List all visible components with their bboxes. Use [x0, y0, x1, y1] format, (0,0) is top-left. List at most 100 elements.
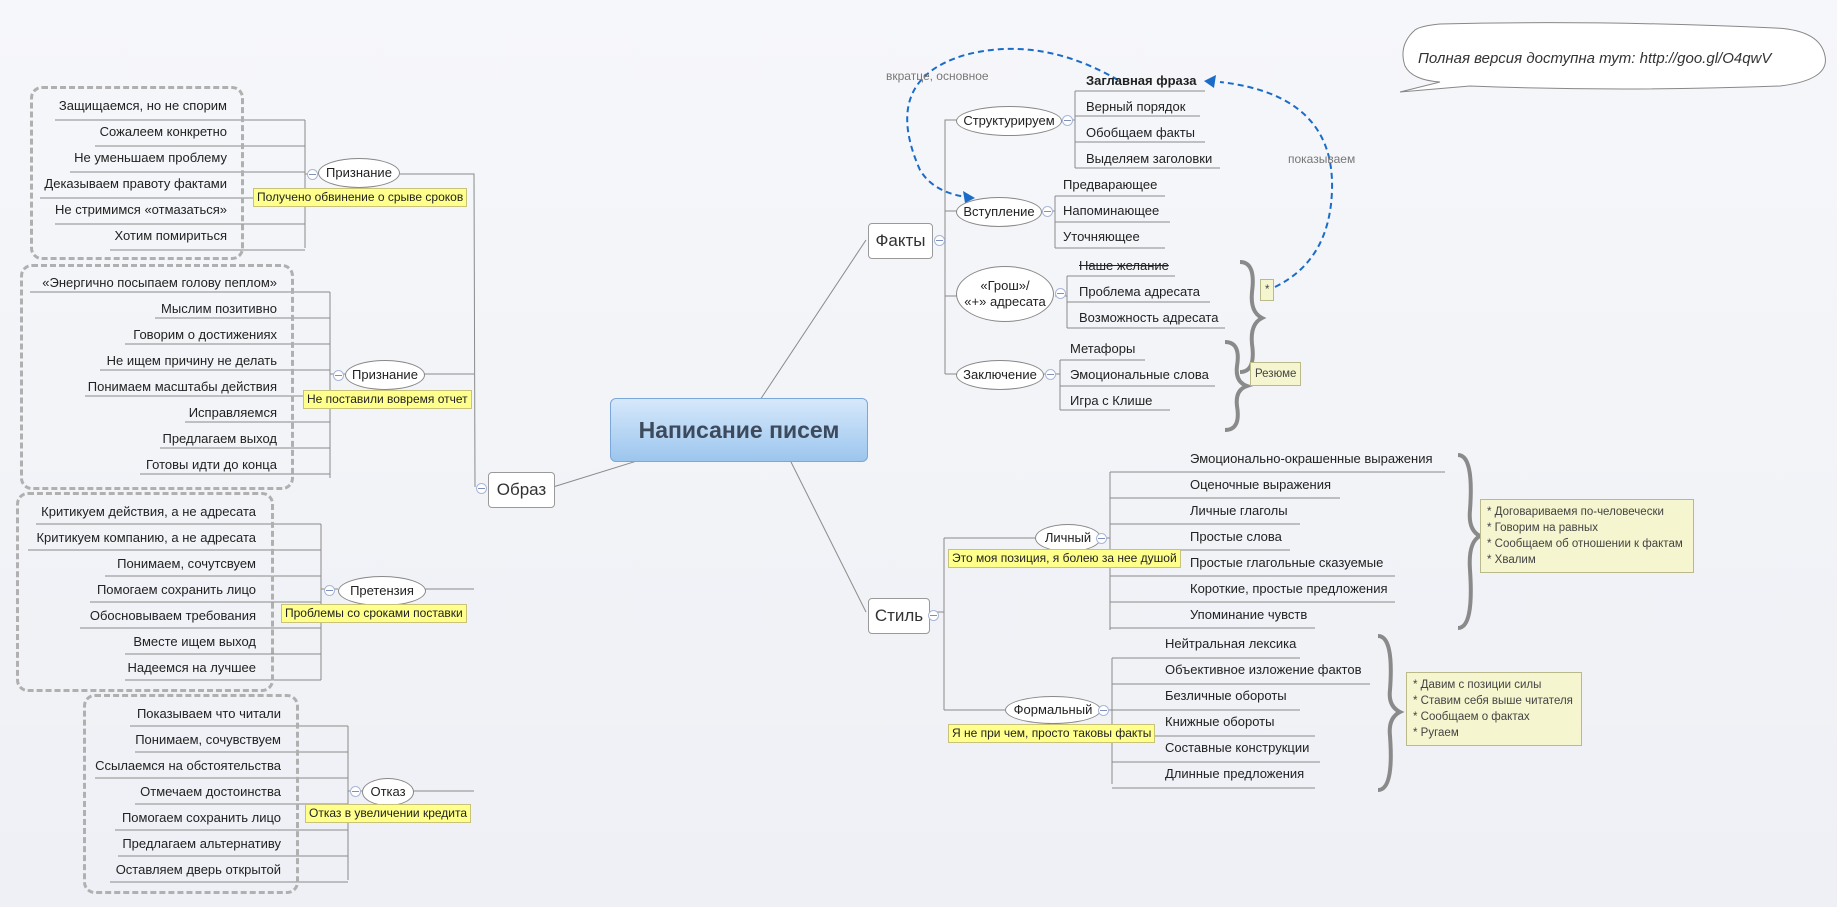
- list-item[interactable]: Короткие, простые предложения: [1190, 581, 1388, 596]
- list-item[interactable]: Длинные предложения: [1165, 766, 1305, 781]
- collapse-toggle-icon[interactable]: [476, 483, 487, 494]
- list-item[interactable]: Обобщаем факты: [1086, 125, 1195, 140]
- list-item[interactable]: Обосновываем требования: [89, 608, 256, 623]
- list-item[interactable]: Не уменьшаем проблему: [74, 150, 227, 165]
- list-item[interactable]: Ссылаемся на обстоятельства: [95, 758, 281, 773]
- list-item[interactable]: Игра с Клише: [1070, 393, 1153, 408]
- collapse-toggle-icon[interactable]: [1098, 705, 1109, 716]
- list-item[interactable]: Оставляем дверь открытой: [115, 862, 281, 877]
- topic-label: Это моя позиция, я болею за нее душой: [948, 549, 1181, 568]
- topic-label: Я не при чем, просто таковы факты: [948, 724, 1156, 743]
- subtopic-priznanie-2[interactable]: Признание: [345, 360, 425, 390]
- collapse-toggle-icon[interactable]: [333, 370, 344, 381]
- list-item[interactable]: Простые слова: [1190, 529, 1282, 544]
- subtopic-zaklyuchenie[interactable]: Заключение: [956, 360, 1044, 390]
- list-item[interactable]: Упоминание чувств: [1190, 607, 1308, 622]
- list-item[interactable]: Вместе ищем выход: [133, 634, 256, 649]
- list-item[interactable]: Предлагаем альтернативу: [122, 836, 281, 851]
- list-item[interactable]: Показываем что читали: [136, 706, 281, 721]
- list-item[interactable]: Эмоционально-окрашенные выражения: [1190, 451, 1433, 466]
- list-item[interactable]: Предварающее: [1063, 177, 1158, 192]
- list-item[interactable]: Понимаем, сочутсвуем: [117, 556, 256, 571]
- list-item[interactable]: Наше желание: [1079, 258, 1169, 273]
- note-line: * Хвалим: [1487, 554, 1536, 566]
- list-item[interactable]: Эмоциональные слова: [1070, 367, 1209, 382]
- list-item[interactable]: Мыслим позитивно: [161, 301, 277, 316]
- subtopic-grosh-line1: «Грош»/: [980, 278, 1030, 293]
- list-item[interactable]: «Энергично посыпаем голову пеплом»: [42, 275, 277, 290]
- relation-label-shows: показываем: [1288, 152, 1356, 166]
- list-item[interactable]: Книжные обороты: [1165, 714, 1275, 729]
- subtopic-pretenziya[interactable]: Претензия: [338, 576, 426, 606]
- collapse-toggle-icon[interactable]: [1045, 369, 1056, 380]
- topic-fakty[interactable]: Факты: [868, 223, 933, 259]
- collapse-toggle-icon[interactable]: [934, 235, 945, 246]
- subtopic-priznanie-1[interactable]: Признание: [318, 158, 400, 188]
- list-item[interactable]: Отмечаем достоинства: [140, 784, 281, 799]
- topic-obraz[interactable]: Образ: [488, 472, 555, 508]
- list-item[interactable]: Помогаем сохранить лицо: [96, 582, 256, 597]
- boundary-group-1: [30, 86, 244, 260]
- central-topic[interactable]: Написание писем: [610, 398, 868, 462]
- collapse-toggle-icon[interactable]: [1096, 533, 1107, 544]
- subtopic-grosh[interactable]: «Грош»/ «+» адресата: [956, 266, 1054, 322]
- note-line: * Говорим на равных: [1487, 522, 1599, 534]
- list-item[interactable]: Оценочные выражения: [1190, 477, 1332, 492]
- list-item[interactable]: Готовы идти до конца: [145, 457, 277, 472]
- list-item[interactable]: Критикуем действия, а не адресата: [41, 504, 256, 519]
- subtopic-vstuplenie[interactable]: Вступление: [956, 197, 1042, 227]
- topic-label: Проблемы со сроками поставки: [281, 604, 467, 623]
- callout-text: Полная версия доступна тут: http://goo.g…: [1418, 50, 1772, 67]
- list-item[interactable]: Хотим помириться: [114, 228, 227, 243]
- list-item[interactable]: Простые глагольные сказуемые: [1190, 555, 1384, 570]
- boundary-group-4: [83, 694, 299, 894]
- list-item[interactable]: Говорим о достижениях: [133, 327, 277, 342]
- list-item[interactable]: Сожалеем конкретно: [99, 124, 227, 139]
- list-item[interactable]: Надеемся на лучшее: [127, 660, 256, 675]
- list-item[interactable]: Верный порядок: [1086, 99, 1186, 114]
- notes-box-personal: * Договариваемя по-человечески * Говорим…: [1480, 499, 1694, 573]
- list-item[interactable]: Проблема адресата: [1079, 284, 1201, 299]
- summary-box[interactable]: Резюме: [1250, 362, 1302, 386]
- list-item[interactable]: Объективное изложение фактов: [1165, 662, 1362, 677]
- star-box[interactable]: *: [1260, 279, 1275, 301]
- collapse-toggle-icon[interactable]: [1042, 206, 1053, 217]
- list-item[interactable]: Возможность адресата: [1079, 310, 1219, 325]
- list-item[interactable]: Метафоры: [1070, 341, 1136, 356]
- list-item[interactable]: Безличные обороты: [1165, 688, 1287, 703]
- list-item[interactable]: Понимаем, сочувствуем: [135, 732, 281, 747]
- list-item[interactable]: Выделяем заголовки: [1086, 151, 1213, 166]
- list-item[interactable]: Критикуем компанию, а не адресата: [36, 530, 256, 545]
- note-line: * Давим с позиции силы: [1413, 679, 1542, 691]
- note-line: * Сообщаем о фактах: [1413, 711, 1530, 723]
- collapse-toggle-icon[interactable]: [1062, 115, 1073, 126]
- list-item[interactable]: Нейтральная лексика: [1165, 636, 1297, 651]
- list-item[interactable]: Личные глаголы: [1190, 503, 1288, 518]
- list-item[interactable]: Исправляемся: [188, 405, 277, 420]
- collapse-toggle-icon[interactable]: [324, 585, 335, 596]
- collapse-toggle-icon[interactable]: [1055, 288, 1066, 299]
- topic-stil[interactable]: Стиль: [868, 598, 930, 634]
- collapse-toggle-icon[interactable]: [928, 610, 939, 621]
- list-item[interactable]: Составные конструкции: [1165, 740, 1310, 755]
- list-item[interactable]: Уточняющее: [1063, 229, 1140, 244]
- boundary-group-3: [16, 492, 274, 692]
- subtopic-strukturiruem[interactable]: Структурируем: [956, 106, 1062, 136]
- list-item[interactable]: Понимаем масштабы действия: [87, 379, 277, 394]
- list-item[interactable]: Защищаемся, но не спорим: [58, 98, 227, 113]
- list-item[interactable]: Помогаем сохранить лицо: [121, 810, 281, 825]
- list-item[interactable]: Не ищем причину не делать: [106, 353, 277, 368]
- subtopic-formalnyi[interactable]: Формальный: [1005, 696, 1101, 724]
- list-item[interactable]: Деказываем правоту фактами: [44, 176, 227, 191]
- list-item[interactable]: Напоминающее: [1063, 203, 1160, 218]
- list-item[interactable]: Заглавная фраза: [1086, 73, 1197, 88]
- subtopic-grosh-line2: «+» адресата: [964, 294, 1046, 309]
- list-item[interactable]: Не стримимся «отмазаться»: [54, 202, 227, 217]
- list-item[interactable]: Предлагаем выход: [162, 431, 277, 446]
- subtopic-lichnyi[interactable]: Личный: [1035, 524, 1101, 552]
- subtopic-otkaz[interactable]: Отказ: [362, 778, 414, 806]
- collapse-toggle-icon[interactable]: [350, 786, 361, 797]
- collapse-toggle-icon[interactable]: [307, 169, 318, 180]
